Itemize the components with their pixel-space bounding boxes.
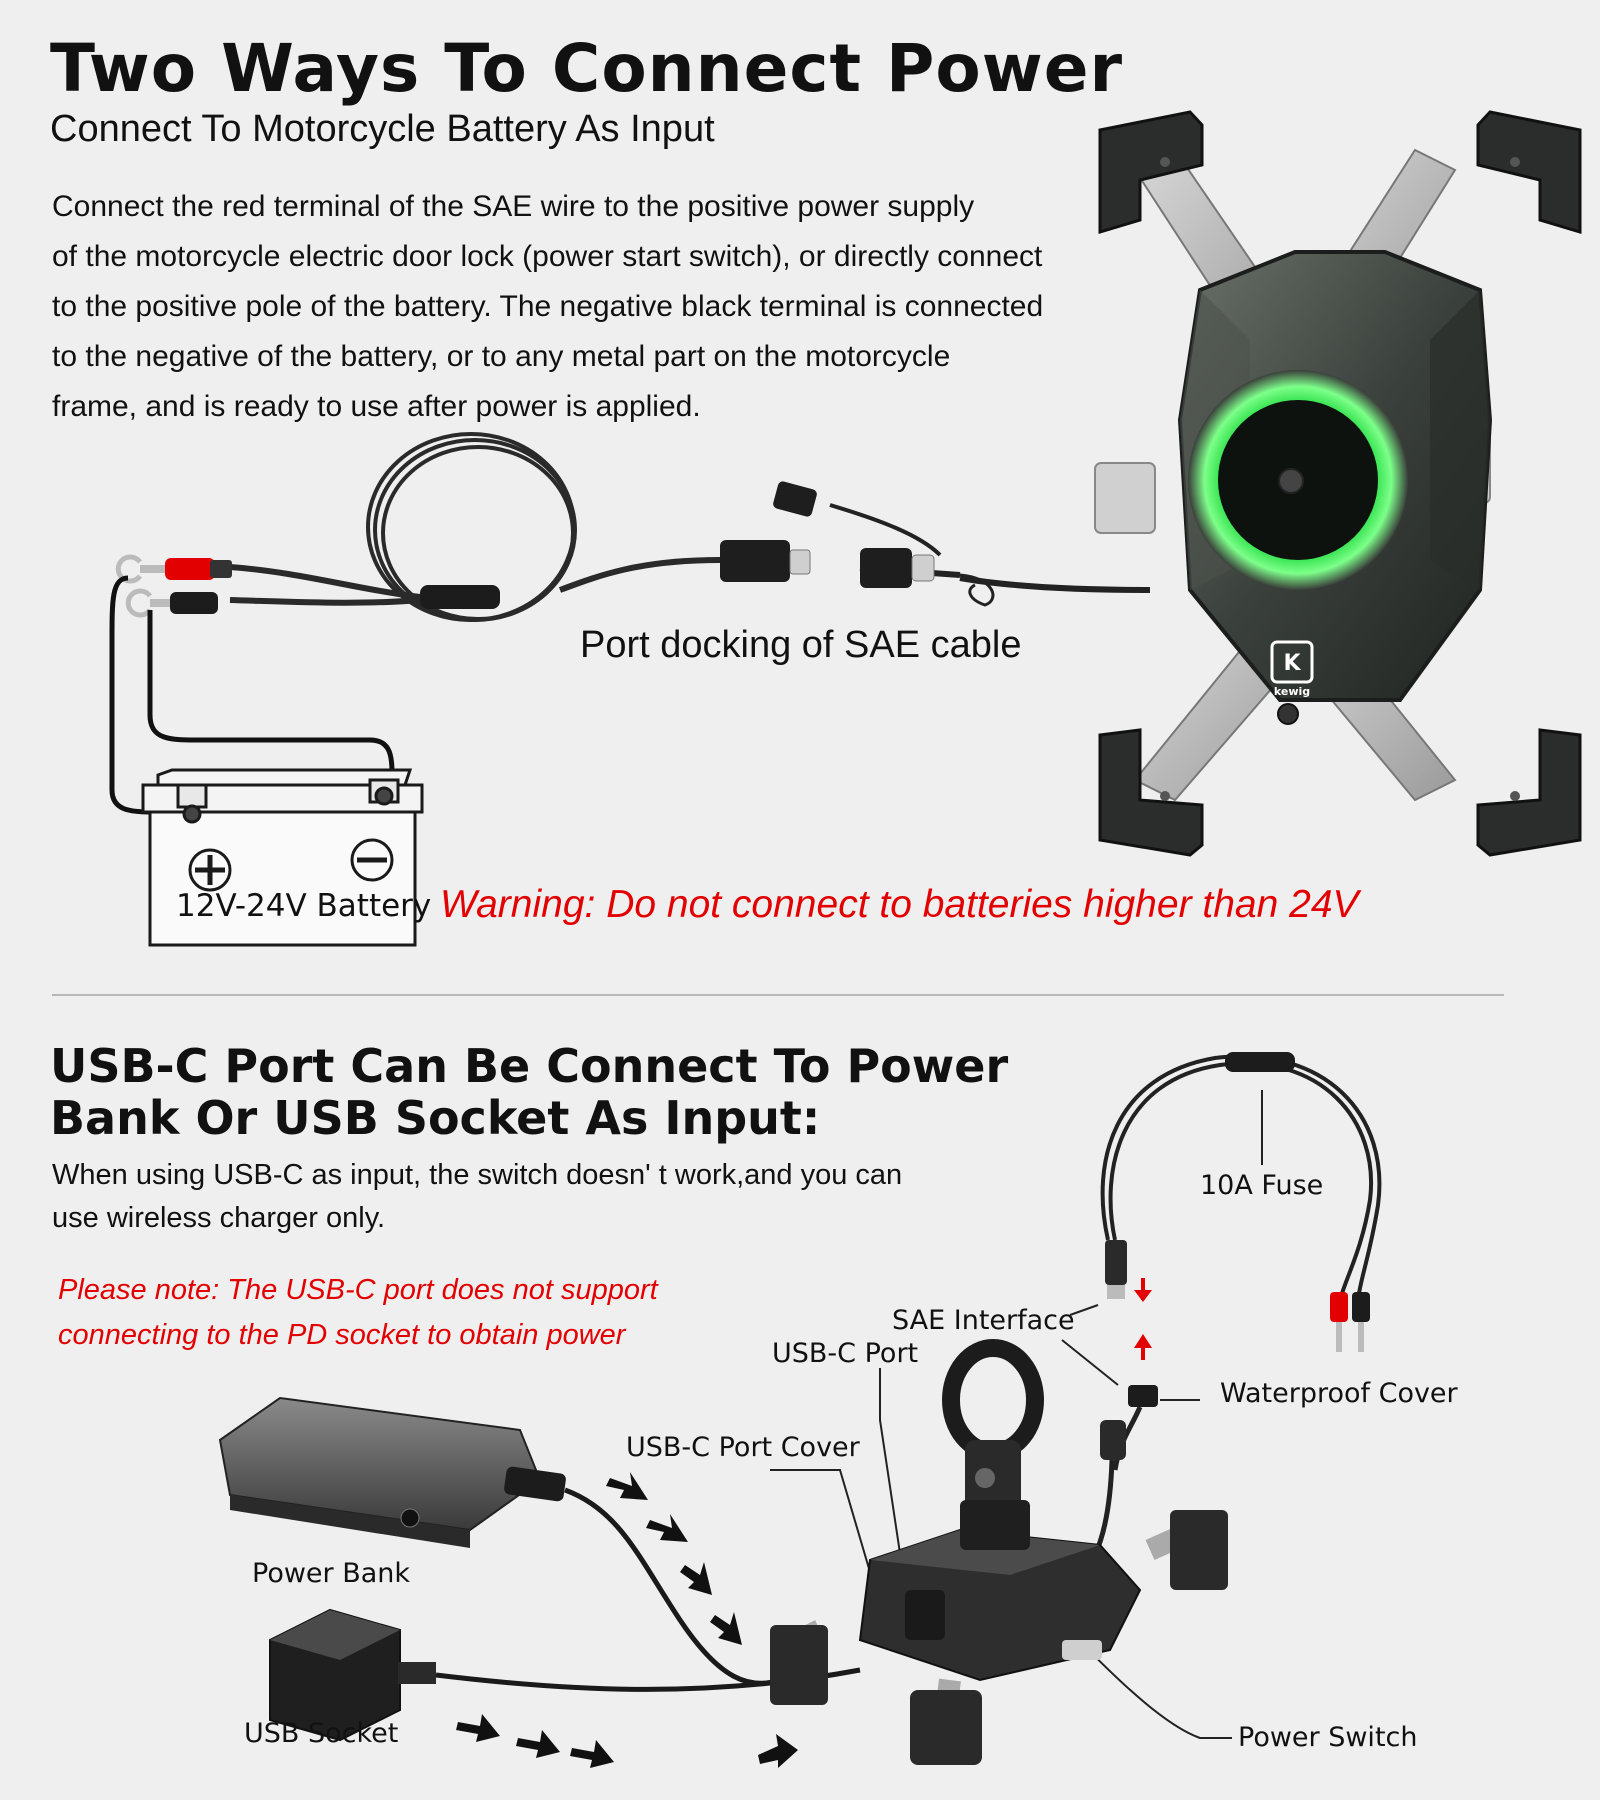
paragraph-line: to the positive pole of the battery. The…	[52, 290, 1044, 323]
waterproof-cover-plug	[1058, 1385, 1158, 1602]
sae-port-label: Port docking of SAE cable	[580, 624, 1022, 666]
paragraph-line: to the negative of the battery, or to an…	[52, 340, 951, 373]
coiled-cable	[366, 432, 577, 622]
note-line: connecting to the PD socket to obtain po…	[58, 1319, 626, 1351]
pd-socket-note: Please note: The USB-C port does not sup…	[58, 1268, 658, 1358]
voltage-warning: Warning: Do not connect to batteries hig…	[440, 883, 1359, 926]
section1-subtitle: Connect To Motorcycle Battery As Input	[50, 108, 715, 150]
corner-grips	[1098, 110, 1582, 857]
sae-connector-right	[773, 481, 942, 588]
brand-text: kewig	[1274, 685, 1310, 698]
black-terminal	[125, 588, 218, 618]
inline-fuse	[420, 585, 500, 609]
power-bank-label: Power Bank	[252, 1558, 411, 1589]
battery-label: 12V-24V Battery	[176, 888, 432, 924]
note-line: Please note: The USB-C port does not sup…	[58, 1274, 658, 1306]
red-terminal	[115, 554, 232, 584]
usb-socket-label: USB Socket	[244, 1718, 399, 1749]
usbc-port-label: USB-C Port	[772, 1338, 919, 1369]
paragraph-line: use wireless charger only.	[52, 1202, 386, 1234]
battery-connection-illustration: K kewig	[109, 110, 1582, 947]
fuse-holder	[1225, 1052, 1295, 1072]
waterproof-cover-label: Waterproof Cover	[1220, 1378, 1458, 1409]
sae-interface-label: SAE Interface	[892, 1305, 1075, 1336]
main-title: Two Ways To Connect Power	[50, 30, 1124, 107]
section1-paragraph: Connect the red terminal of the SAE wire…	[52, 182, 1132, 432]
title-line: Bank Or USB Socket As Input:	[50, 1091, 821, 1145]
flow-arrows	[456, 1472, 798, 1768]
brand-logo: K kewig	[1270, 640, 1314, 698]
section2-paragraph: When using USB-C as input, the switch do…	[52, 1154, 902, 1240]
section-divider	[52, 994, 1504, 996]
battery	[141, 768, 424, 947]
handlebar-mount	[770, 1339, 1228, 1765]
power-switch-label: Power Switch	[1238, 1722, 1418, 1753]
sae-plug	[1105, 1240, 1127, 1285]
paragraph-line: Connect the red terminal of the SAE wire…	[52, 190, 975, 223]
usbc-port-cover-label: USB-C Port Cover	[626, 1432, 860, 1463]
title-line: USB-C Port Can Be Connect To Power	[50, 1039, 1009, 1093]
paragraph-line: frame, and is ready to use after power i…	[52, 390, 701, 423]
paragraph-line: of the motorcycle electric door lock (po…	[52, 240, 1043, 273]
fuse-label: 10A Fuse	[1200, 1170, 1324, 1201]
paragraph-line: When using USB-C as input, the switch do…	[52, 1159, 903, 1191]
sae-connector-left	[720, 540, 811, 582]
svg-text:K: K	[1283, 651, 1301, 676]
section2-title: USB-C Port Can Be Connect To Power Bank …	[50, 1040, 1008, 1144]
